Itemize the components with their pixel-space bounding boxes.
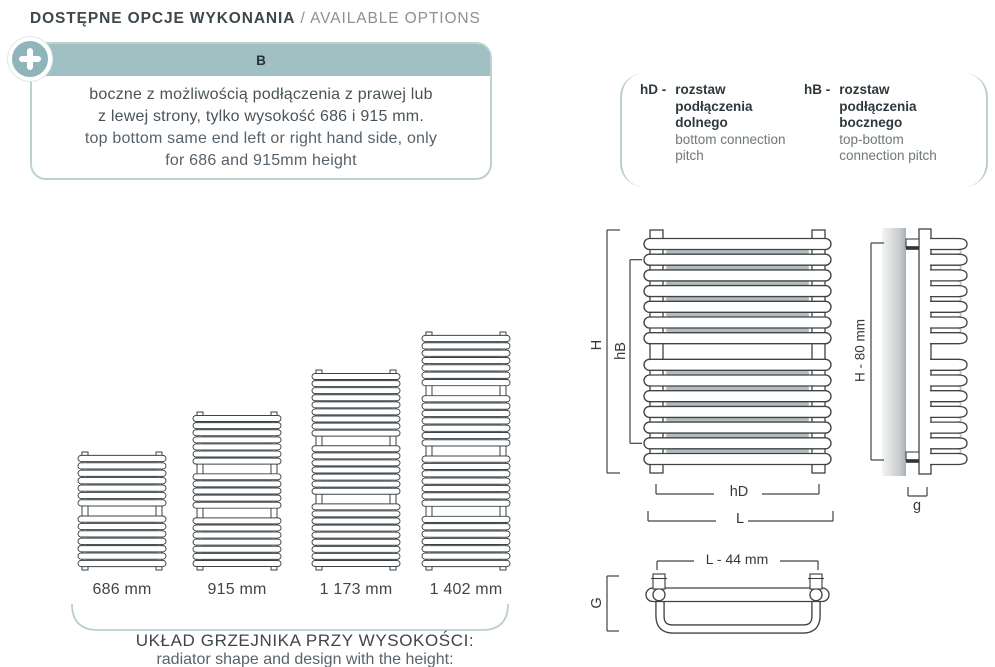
- dim-label-g: g: [912, 498, 922, 514]
- radiator-figure-686mm: [77, 451, 167, 571]
- option-b-card: B boczne z możliwością podłączenia z pra…: [30, 42, 492, 180]
- option-b-description: boczne z możliwością podłączenia z prawe…: [32, 76, 490, 172]
- title-separator: /: [295, 10, 311, 27]
- dim-label-H: H: [589, 339, 605, 351]
- front-view-figure: [606, 229, 834, 522]
- dim-label-H-80mm: H - 80 mm: [852, 319, 868, 383]
- top-view-figure: [606, 560, 830, 634]
- radiator-figure-1402mm: [421, 331, 511, 571]
- legend-hd-pl-1: rozstaw: [675, 82, 726, 97]
- legend-hd-pl-3: dolnego: [675, 115, 728, 130]
- footer-title-pl: UKŁAD GRZEJNIKA PRZY WYSOKOŚCI:: [135, 631, 475, 650]
- dim-label-G: G: [589, 597, 605, 609]
- legend-hb-pl-3: bocznego: [839, 115, 903, 130]
- dim-label-L: L: [735, 511, 745, 527]
- dim-label-L-44mm: L - 44 mm: [705, 551, 769, 567]
- option-b-line-4: for 686 and 915mm height: [165, 152, 357, 169]
- radiator-figure-1173mm: [311, 369, 401, 571]
- footer-title-en: radiator shape and design with the heigh…: [156, 651, 454, 667]
- radiator-label-1402: 1 402 mm: [429, 581, 503, 598]
- legend-hb-symbol: hB -: [804, 82, 831, 97]
- legend-hb-pl-2: podłączenia: [839, 98, 917, 114]
- dim-label-hD: hD: [729, 484, 749, 500]
- side-view-figure: [870, 228, 968, 497]
- radiator-label-1173: 1 173 mm: [319, 581, 393, 598]
- radiator-label-915: 915 mm: [207, 581, 267, 598]
- dim-label-hB: hB: [613, 342, 629, 360]
- option-b-line-1: boczne z możliwością podłączenia z prawe…: [89, 86, 433, 103]
- title-pl: DOSTĘPNE OPCJE WYKONANIA: [30, 10, 296, 27]
- legend-hd-symbol: hD -: [640, 82, 667, 97]
- legend-hb-en-2: connection pitch: [839, 148, 937, 163]
- plus-icon: [8, 37, 52, 81]
- legend-box: hD - rozstaw podłączenia dolnego bottom …: [620, 73, 988, 187]
- legend-hd: hD - rozstaw podłączenia dolnego bottom …: [640, 82, 786, 165]
- option-b-line-3: top bottom same end left or right hand s…: [84, 130, 438, 147]
- title-en: AVAILABLE OPTIONS: [310, 10, 481, 27]
- legend-hd-pl-2: podłączenia: [675, 98, 753, 114]
- legend-hb: hB - rozstaw podłączenia bocznego top-bo…: [804, 82, 937, 165]
- page-title: DOSTĘPNE OPCJE WYKONANIA / AVAILABLE OPT…: [30, 10, 481, 28]
- radiator-figure-915mm: [192, 411, 282, 571]
- legend-hb-pl-1: rozstaw: [839, 82, 890, 97]
- legend-hd-en-2: pitch: [675, 148, 704, 163]
- option-b-header: B: [32, 44, 490, 76]
- option-b-line-2: z lewej strony, tylko wysokość 686 i 915…: [98, 108, 424, 125]
- legend-hb-en-1: top-bottom: [839, 131, 904, 147]
- legend-hd-en-1: bottom connection: [675, 131, 786, 147]
- radiator-label-686: 686 mm: [92, 581, 152, 598]
